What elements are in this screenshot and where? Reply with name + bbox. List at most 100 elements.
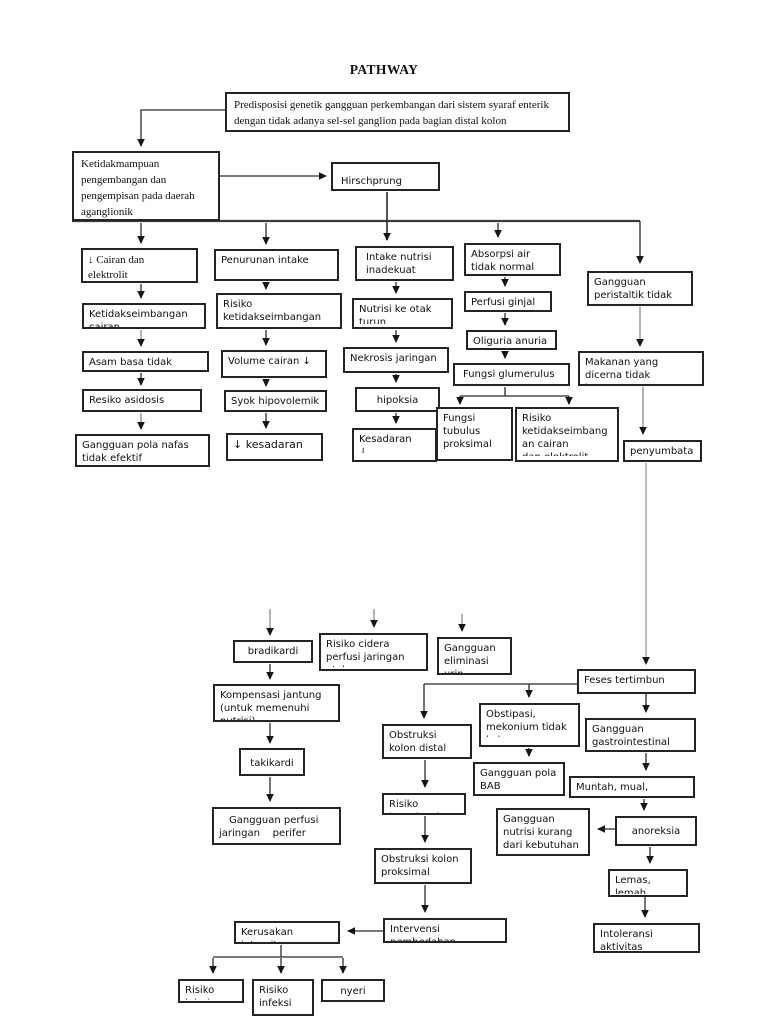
node-syok-hipovolemik: Syok hipovolemik (224, 390, 327, 412)
node-text-line: Nutrisi ke otak (359, 304, 432, 315)
node-text-line-clipped: otak (326, 664, 421, 667)
node-bradikardi: bradikardi (233, 640, 313, 663)
node-text-line: Resiko asidosis (89, 395, 165, 406)
node-feses-tertimbun: Feses tertimbun (577, 669, 696, 694)
node-hipoksia: hipoksia (355, 387, 440, 412)
node-text-line: Asam basa tidak (89, 357, 173, 368)
node-text-line: Intake nutrisi (366, 252, 432, 263)
node-text-line: ketidakseimbang (522, 426, 608, 437)
node-text-line: bradikardi (247, 646, 299, 657)
node-text-line: Oliguria anuria (473, 336, 548, 347)
node-text-line-clipped: dan elektrolit (522, 451, 612, 456)
node-text-line: Fungsi (443, 413, 476, 424)
node-volume-cairan-turun: Volume cairan ↓ (221, 350, 327, 378)
node-text-line: mekonium tidak (486, 722, 567, 733)
node-text-line: Risiko (522, 413, 552, 424)
node-text-line: Obstruksi kolon (381, 854, 459, 865)
node-text-line-clipped: keluar (486, 734, 573, 737)
node-lemas-lemah: Lemas,lemah (608, 869, 688, 897)
node-text-line: Gangguan (503, 814, 555, 825)
node-text-line: (untuk memenuhi (220, 703, 310, 714)
node-text-line: tubulus (443, 426, 481, 437)
node-hirschprung: Hirschprung (331, 162, 440, 191)
node-text-line: Gangguan pola nafas (82, 440, 189, 451)
node-text-line: Ketidakseimbangan (89, 309, 188, 320)
node-absorpsi-air-tidak-normal: Absorpsi air tidak normal (464, 243, 561, 276)
node-text-line: ↓ Cairan dan (88, 254, 145, 266)
node-perfusi-ginjal: Perfusi ginjal (464, 291, 552, 312)
node-text-line: Gangguan (594, 277, 646, 288)
node-text-line: Obstipasi, (486, 709, 536, 720)
node-text-line: nyeri (340, 986, 366, 997)
node-text-line: proksimal (381, 867, 430, 878)
node-gangguan-peristaltik: Gangguan peristaltik tidak (587, 271, 693, 306)
node-text-line-clipped: pembedahan (390, 937, 457, 943)
node-text-line: infeksi (259, 998, 292, 1009)
node-text-line: dari kebutuhan (503, 840, 579, 851)
node-text-line: kolon distal (389, 743, 447, 754)
node-text-line: Perfusi ginjal (471, 297, 536, 308)
node-text-line: eliminasi (444, 656, 489, 667)
node-muntah-mual: Muntah, mual, (569, 776, 695, 798)
node-oliguria-anuria: Oliguria anuria (466, 330, 557, 350)
node-text-line: Nekrosis jaringan (350, 353, 437, 364)
node-nyeri: nyeri (321, 979, 385, 1002)
node-asam-basa-tidak: Asam basa tidak (82, 351, 209, 372)
node-kesadaran-turun: Kesadaran↓ (352, 428, 437, 462)
node-text-line: Risiko (223, 299, 253, 310)
node-text-line: gastrointestinal (592, 737, 670, 748)
node-text-line-clipped: integritas (241, 939, 333, 942)
node-text-line: elektrolit (88, 269, 128, 281)
node-text-line: perfusi jaringan (326, 652, 405, 663)
node-text-line: anoreksia (631, 826, 681, 837)
node-risiko-konstipasi: Risikokonstipasi (382, 793, 466, 815)
node-text-line: proksimal (443, 439, 492, 450)
node-gangguan-pola-nafas: Gangguan pola nafas tidak efektif (75, 434, 210, 467)
node-kompensasi-jantung: Kompensasi jantung(untuk memenuhinutrisi… (213, 684, 340, 722)
node-penyumbatan: penyumbata (623, 440, 702, 462)
node-gangguan-eliminasi: Gangguaneliminasiurin (437, 637, 512, 675)
node-text-line: Ketidakmampuan (81, 158, 160, 170)
node-text-line: Gangguan (592, 724, 644, 735)
node-text-line: Risiko (389, 799, 419, 810)
node-text-line: peristaltik tidak (594, 290, 673, 301)
node-text-line: Gangguan pola (480, 768, 557, 779)
node-obstipasi-mekonium: Obstipasi, mekonium tidakkeluar (479, 703, 580, 747)
node-text-line-clipped: lewat (585, 382, 697, 384)
node-text-line: tidak normal (471, 262, 535, 273)
node-text-line: Volume cairan ↓ (228, 356, 311, 367)
node-obstruksi-kolon-proksimal: Obstruksi kolon proksimal (374, 848, 472, 884)
node-text-line-clipped: urin (444, 668, 505, 673)
node-gangguan-gastrointestinal: Gangguan gastrointestinal (585, 718, 696, 752)
node-text-line: dengan tidak adanya sel-sel ganglion pad… (234, 115, 507, 127)
node-text-line: aganglionik (81, 206, 133, 218)
node-text-line: tidak efektif (82, 453, 142, 464)
node-text-line: inadekuat (366, 265, 416, 276)
node-kesadaran-menurun: ↓ kesadaran (226, 433, 323, 461)
node-penurunan-intake: Penurunan intake (214, 249, 339, 281)
node-text-line: pengembangan dan (81, 174, 167, 186)
node-text-line: penyumbata (630, 446, 694, 457)
node-text-line-clipped: injuri (185, 997, 237, 1000)
node-text-line: Kompensasi jantung (220, 690, 322, 701)
node-text-line: dicerna tidak (585, 370, 651, 381)
node-text-line: Intoleransi (600, 929, 653, 940)
node-text-line: Absorpsi air (471, 249, 531, 260)
node-predisposisi-genetik: Predisposisi genetik gangguan perkembang… (225, 92, 570, 132)
node-nekrosis-jaringan: Nekrosis jaringan (343, 347, 449, 373)
node-text-line: jaringan perifer (219, 828, 306, 839)
node-text-line: Risiko (185, 985, 215, 996)
node-text-line: Hirschprung (341, 176, 402, 187)
node-intake-nutrisi-inadekuat: Intake nutrisi inadekuat (355, 246, 454, 281)
node-text-line: Syok hipovolemik (231, 396, 320, 407)
